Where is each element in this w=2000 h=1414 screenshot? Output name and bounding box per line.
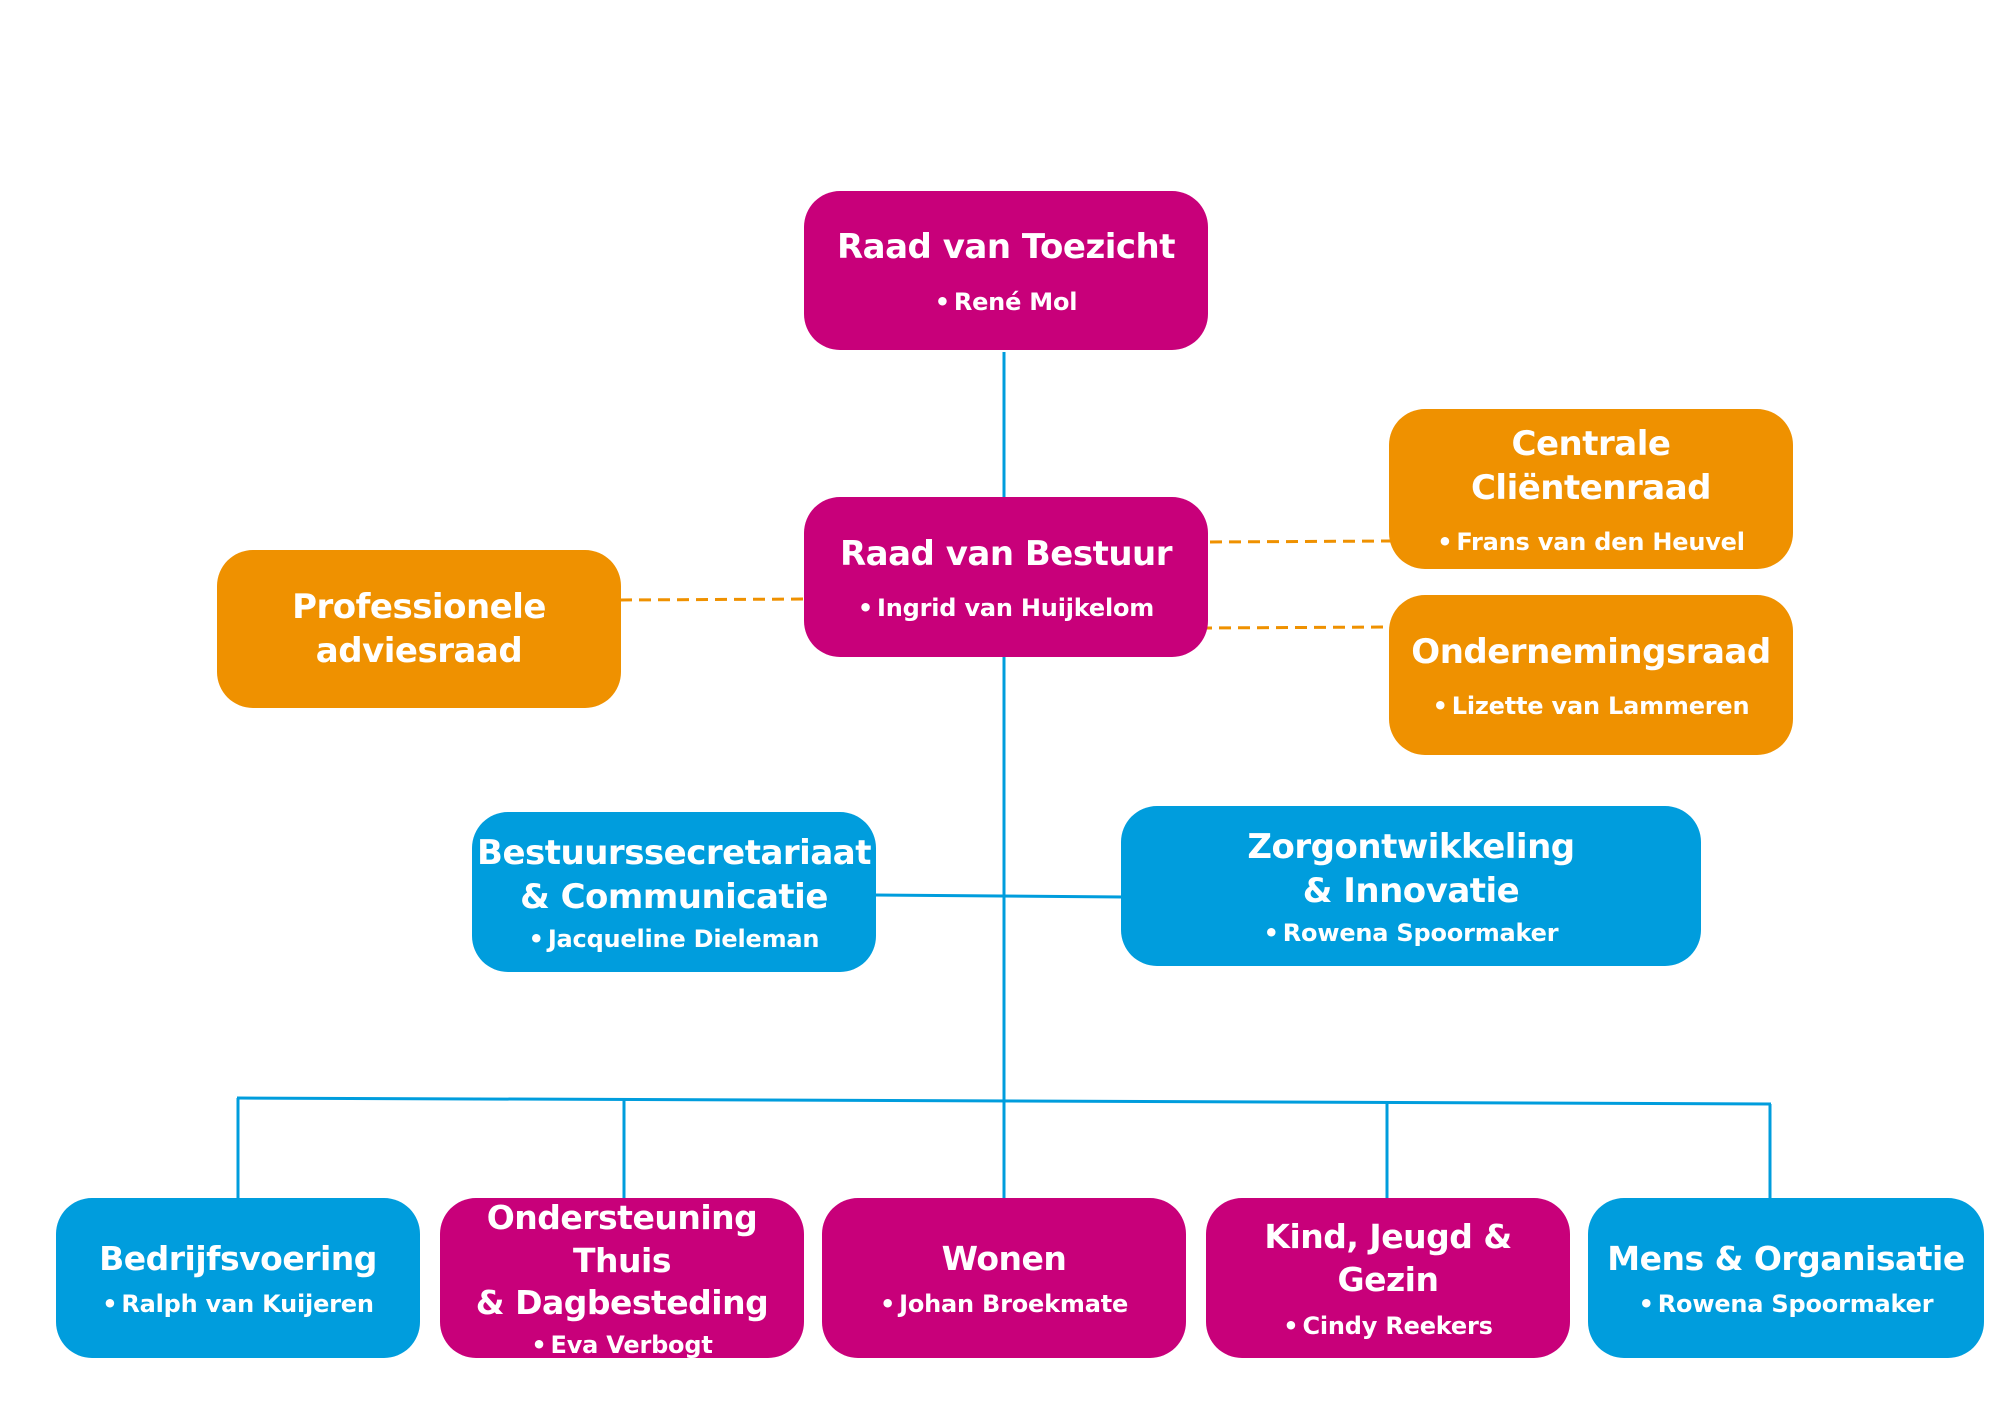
node-person: •Rowena Spoormaker bbox=[1263, 919, 1559, 948]
node-title-line2: & Communicatie bbox=[520, 877, 828, 917]
node-person: •Frans van den Heuvel bbox=[1437, 528, 1745, 557]
node-ondersteuning-thuis: Ondersteuning Thuis & Dagbesteding •Eva … bbox=[440, 1197, 804, 1360]
node-mens-organisatie: Mens & Organisatie •Rowena Spoormaker bbox=[1588, 1198, 1984, 1358]
connector-bottom-horizontal bbox=[236, 1096, 1772, 1106]
node-title: Raad van Toezicht bbox=[836, 227, 1176, 268]
node-person: •Jacqueline Dieleman bbox=[528, 925, 820, 954]
node-title: Kind, Jeugd & Gezin bbox=[1264, 1217, 1512, 1299]
node-zorgontwikkeling: Zorgontwikkeling & Innovatie •Rowena Spo… bbox=[1121, 806, 1701, 966]
node-person: •Rowena Spoormaker bbox=[1638, 1290, 1934, 1319]
node-ondernemingsraad: Ondernemingsraad •Lizette van Lammeren bbox=[1389, 595, 1793, 755]
node-title: Raad van Bestuur bbox=[839, 533, 1173, 574]
dashed-connector-clientenraad bbox=[1209, 539, 1393, 544]
node-person: •Eva Verbogt bbox=[531, 1331, 713, 1360]
node-title: Bedrijfsvoering bbox=[99, 1238, 377, 1278]
node-raad-van-toezicht: Raad van Toezicht •René Mol bbox=[804, 191, 1208, 350]
node-person: •Ralph van Kuijeren bbox=[102, 1290, 374, 1319]
node-title: Centrale Cliëntenraad bbox=[1470, 423, 1712, 508]
node-bedrijfsvoering: Bedrijfsvoering •Ralph van Kuijeren bbox=[56, 1198, 420, 1358]
node-title-line2: & Innovatie bbox=[1302, 871, 1520, 911]
node-title: Mens & Organisatie bbox=[1607, 1238, 1965, 1278]
node-centrale-clientenraad: Centrale Cliëntenraad •Frans van den Heu… bbox=[1389, 409, 1793, 569]
node-person: •René Mol bbox=[934, 287, 1078, 316]
node-title-line1: Ondersteuning Thuis bbox=[486, 1197, 758, 1280]
node-title-line1: Zorgontwikkeling bbox=[1247, 826, 1575, 867]
node-person: •Lizette van Lammeren bbox=[1432, 692, 1750, 721]
node-bestuurssecretariaat: Bestuurssecretariaat & Communicatie •Jac… bbox=[472, 812, 876, 972]
node-title-line2: adviesraad bbox=[315, 631, 523, 671]
node-raad-van-bestuur: Raad van Bestuur •Ingrid van Huijkelom bbox=[804, 497, 1208, 657]
node-title-line1: Professionele bbox=[292, 586, 546, 627]
node-title-line1: Bestuurssecretariaat bbox=[477, 832, 871, 873]
node-title: Ondernemingsraad bbox=[1411, 631, 1771, 672]
node-person: •Cindy Reekers bbox=[1283, 1311, 1493, 1340]
node-wonen: Wonen •Johan Broekmate bbox=[822, 1198, 1186, 1358]
node-person: •Johan Broekmate bbox=[879, 1290, 1129, 1319]
node-kind-jeugd-gezin: Kind, Jeugd & Gezin •Cindy Reekers bbox=[1206, 1198, 1570, 1358]
dashed-connector-ondernemingsraad bbox=[1199, 625, 1393, 630]
dashed-connector-adviesraad bbox=[619, 597, 809, 602]
node-title: Wonen bbox=[941, 1238, 1067, 1278]
node-person: •Ingrid van Huijkelom bbox=[857, 594, 1155, 623]
node-professionele-adviesraad: Professionele adviesraad bbox=[217, 550, 621, 708]
node-title-line2: & Dagbesteding bbox=[475, 1283, 769, 1323]
connector-staff-horizontal bbox=[873, 893, 1125, 899]
